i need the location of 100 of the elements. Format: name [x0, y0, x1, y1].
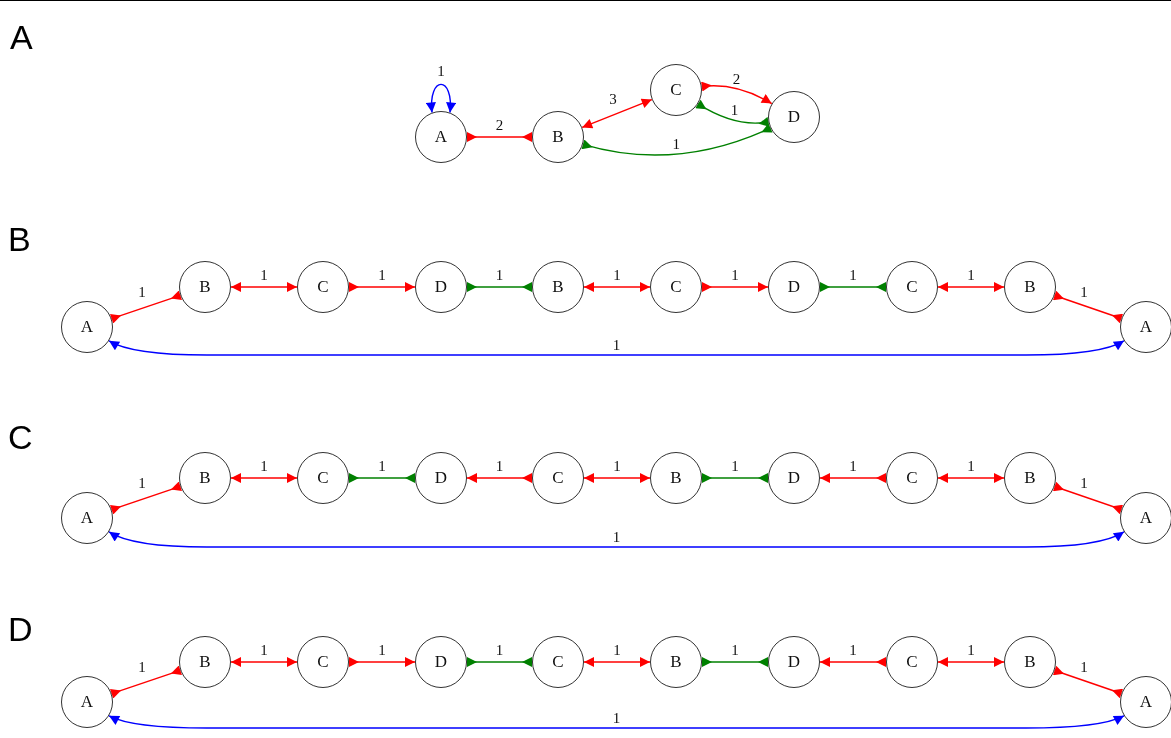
arrow — [819, 282, 887, 292]
arrow — [701, 657, 769, 667]
arrow — [230, 473, 298, 483]
edge-label: 1 — [730, 642, 740, 658]
node-circle: C — [650, 64, 702, 116]
node-circle: D — [768, 452, 820, 504]
edge-label: 1 — [848, 642, 858, 658]
node-circle: B — [1004, 636, 1056, 688]
node-circle: B — [1004, 261, 1056, 313]
edge-label: 1 — [137, 284, 147, 300]
arrow — [695, 99, 770, 127]
edge-label: 3 — [608, 91, 618, 106]
edge-label: 1 — [137, 659, 147, 675]
node-circle: C — [297, 636, 349, 688]
node-circle: B — [532, 261, 584, 313]
node-circle: C — [886, 261, 938, 313]
node-circle: A — [61, 676, 113, 728]
node-circle: B — [650, 636, 702, 688]
edge-label: 1 — [1079, 475, 1089, 491]
edge-label: 1 — [612, 642, 622, 658]
arrow — [581, 123, 773, 156]
panel-letter: D — [8, 612, 33, 646]
arrow — [466, 132, 533, 142]
arrow — [466, 657, 533, 667]
edge-label: 1 — [966, 267, 976, 283]
edge-label: 1 — [966, 458, 976, 474]
edge-label: 1 — [259, 642, 269, 658]
node-circle: B — [532, 111, 584, 163]
arrow — [581, 98, 653, 129]
node-circle: B — [179, 261, 231, 313]
edge-label: 1 — [377, 642, 387, 658]
edge-label: 1 — [377, 267, 387, 283]
edge-label: 1 — [671, 136, 682, 152]
arrow — [583, 473, 651, 483]
edge-label: 1 — [494, 458, 505, 474]
arrow — [348, 657, 416, 667]
arrow — [583, 657, 651, 667]
arrow — [937, 657, 1005, 667]
edge-label: 1 — [612, 267, 622, 283]
arrow — [108, 715, 1125, 729]
arrow — [701, 81, 773, 105]
node-circle: B — [650, 452, 702, 504]
node-circle: D — [415, 636, 467, 688]
node-circle: D — [415, 452, 467, 504]
arrow — [1052, 290, 1124, 324]
node-circle: A — [1120, 676, 1171, 728]
node-circle: A — [1120, 492, 1171, 544]
node-circle: A — [415, 111, 467, 163]
node-circle: B — [179, 452, 231, 504]
edge-label: 1 — [377, 458, 387, 474]
node-circle: C — [886, 636, 938, 688]
edge-label: 1 — [259, 458, 269, 474]
arrow — [937, 282, 1005, 292]
edge-label: 1 — [729, 102, 740, 118]
node-circle: A — [61, 492, 113, 544]
node-circle: C — [886, 452, 938, 504]
node-circle: D — [768, 91, 820, 143]
arrow — [230, 657, 298, 667]
arrow — [1052, 481, 1124, 515]
arrow — [466, 473, 533, 483]
node-circle: C — [532, 636, 584, 688]
edge-label: 2 — [494, 117, 505, 133]
edge-label: 1 — [494, 267, 505, 283]
edge-label: 1 — [137, 475, 147, 491]
arrow — [701, 473, 769, 483]
arrow — [819, 657, 887, 667]
edge-label: 1 — [611, 337, 622, 353]
arrow — [110, 290, 182, 324]
edge-label: 1 — [730, 267, 740, 283]
arrow — [348, 473, 416, 483]
edge-label: 1 — [730, 458, 740, 474]
arrow — [937, 473, 1005, 483]
node-circle: A — [1120, 301, 1171, 353]
edge-label: 1 — [611, 529, 622, 545]
edge-label: 1 — [259, 267, 269, 283]
edge-label: 1 — [612, 458, 622, 474]
edge-label: 1 — [436, 63, 446, 79]
edge-label: 1 — [848, 458, 858, 474]
edge-label: 1 — [1079, 659, 1089, 675]
arrow — [583, 282, 651, 292]
edge-label: 2 — [731, 71, 742, 87]
arrow — [426, 83, 456, 114]
arrow — [108, 531, 1125, 548]
edge-label: 1 — [1079, 284, 1089, 300]
panel-letter: B — [8, 222, 31, 256]
arrow — [819, 473, 887, 483]
arrow — [701, 282, 769, 292]
edge-label: 1 — [966, 642, 976, 658]
node-circle: A — [61, 301, 113, 353]
edge-label: 1 — [494, 642, 505, 658]
node-circle: D — [768, 261, 820, 313]
arrow — [230, 282, 298, 292]
node-circle: C — [297, 261, 349, 313]
node-circle: B — [179, 636, 231, 688]
node-circle: D — [415, 261, 467, 313]
node-circle: C — [650, 261, 702, 313]
arrow — [1052, 665, 1124, 699]
node-circle: B — [1004, 452, 1056, 504]
arrow — [108, 340, 1125, 356]
panel-letter: A — [10, 20, 33, 54]
